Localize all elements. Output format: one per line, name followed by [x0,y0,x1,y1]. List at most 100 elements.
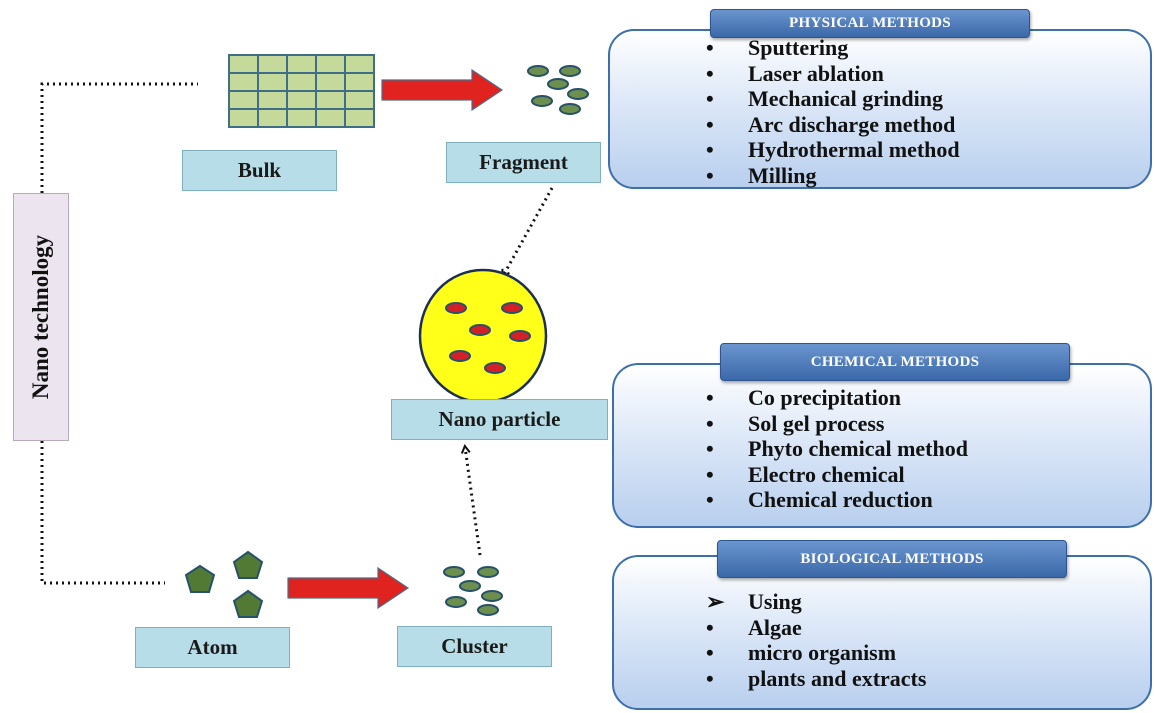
fragment-label: Fragment [446,142,601,183]
cluster-particle [445,596,467,608]
cluster-particle [477,566,499,578]
chemical-method-item: • Electro chemical [700,462,968,488]
bottom-connector [40,441,165,585]
nanoparticle-dot [469,324,491,336]
connector-lines [40,82,198,585]
bulk-grid-cell [315,72,346,92]
atom-to-cluster-arrow [287,566,410,610]
physical-method-item: • Arc discharge method [700,112,960,138]
bullet-icon: • [706,640,714,665]
chemical-method-text: Co precipitation [748,385,901,410]
bullet-icon: • [706,461,714,487]
biological-method-text: Using [748,589,802,614]
chemical-method-text: Electro chemical [748,461,905,487]
chemical-method-item: • Co precipitation [700,385,968,411]
bulk-grid-cell [315,54,346,74]
biological-methods-list: ➢Using•Algae•micro organism•plants and e… [700,589,926,691]
chemical-methods-box [612,363,1152,528]
atoms [184,550,264,618]
bulk-grid-cell [228,54,259,74]
bulk-grid-cell [344,54,375,74]
bullet-icon: • [706,86,714,111]
bullet-icon: • [706,385,714,410]
nanoparticle-dot [449,350,471,362]
chemical-method-item: •Chemical reduction [700,487,968,513]
bulk-grid-cell [315,108,346,128]
atom-pentagon [232,589,264,618]
biological-method-text: micro organism [748,640,897,665]
bulk-grid-cell [344,108,375,128]
biological-method-text: Algae [748,614,802,640]
bulk-grid-cell [257,90,288,110]
fragment-particle [559,65,581,77]
bulk-grid-cell [257,108,288,128]
physical-method-text: Hydrothermal method [748,137,960,162]
chemical-methods-list: • Co precipitation • Sol gel process•Phyto … [700,385,968,513]
cluster-particle [459,580,481,592]
bulk-to-fragment-arrow [381,68,504,112]
atom-label: Atom [135,627,290,668]
nanoparticle-dot [445,302,467,314]
chemical-method-text: Chemical reduction [748,487,933,512]
bullet-icon: • [706,162,714,188]
biological-method-item: •Algae [700,615,926,641]
chemical-methods-title: CHEMICAL METHODS [720,343,1070,381]
chemical-method-item: •Phyto chemical method [700,436,968,462]
cluster-particle [477,604,499,616]
fragment-particles [527,65,589,115]
fragment-particle [547,78,569,90]
bullet-icon: • [706,60,714,86]
bulk-grid-cell [228,72,259,92]
biological-method-text: plants and extracts [748,665,927,691]
biological-method-item: ➢ Using [700,589,926,615]
fragment-particle [567,88,589,100]
top-connector [40,82,198,193]
bulk-grid-cell [344,90,375,110]
nano-technology-label: Nano technology [13,193,69,441]
physical-method-text: Sputtering [748,35,849,60]
cluster-to-nanoparticle-arrow [465,447,482,556]
nanoparticle-figure [418,268,548,404]
bulk-grid-cell [286,90,317,110]
bullet-icon: • [706,111,714,137]
nanoparticle-label: Nano particle [391,399,608,440]
arrow-bullet-icon: ➢ [706,589,725,614]
fragment-particle [531,95,553,107]
chemical-method-text: Sol gel process [748,410,885,436]
chemical-method-item: • Sol gel process [700,411,968,437]
bulk-grid-cell [286,54,317,74]
cluster-particle [481,590,503,602]
bulk-material-grid [228,54,375,128]
physical-method-text: Mechanical grinding [748,86,943,111]
nanoparticle-dot [484,362,506,374]
atom-pentagon [232,550,264,579]
physical-method-item: •Laser ablation [700,61,960,87]
bullet-icon: • [706,35,714,60]
bulk-grid-cell [344,72,375,92]
bulk-grid-cell [228,108,259,128]
bulk-grid-cell [315,90,346,110]
cluster-label: Cluster [397,626,552,667]
physical-method-item: • Sputtering [700,35,960,61]
bullet-icon: • [706,436,714,461]
cluster-particles [443,566,503,616]
bulk-grid-cell [286,72,317,92]
physical-method-item: •Milling [700,163,960,189]
bullet-icon: • [706,137,714,162]
fragment-particle [527,65,549,77]
cluster-particle [443,566,465,578]
fragment-to-nanoparticle-arrow [503,187,554,276]
physical-method-text: Arc discharge method [748,111,956,137]
physical-method-item: • Mechanical grinding [700,86,960,112]
physical-methods-title: PHYSICAL METHODS [710,9,1030,38]
physical-methods-box [608,29,1152,189]
physical-methods-list: •Sputtering•Laser ablation•Mechanical gr… [700,35,960,188]
bulk-grid-cell [257,54,288,74]
bulk-grid-cell [228,90,259,110]
bullet-icon: • [706,410,714,436]
atom-pentagon [184,564,216,593]
bulk-grid-cell [286,108,317,128]
nanoparticle-dot [509,330,531,342]
physical-method-item: • Hydrothermal method [700,137,960,163]
